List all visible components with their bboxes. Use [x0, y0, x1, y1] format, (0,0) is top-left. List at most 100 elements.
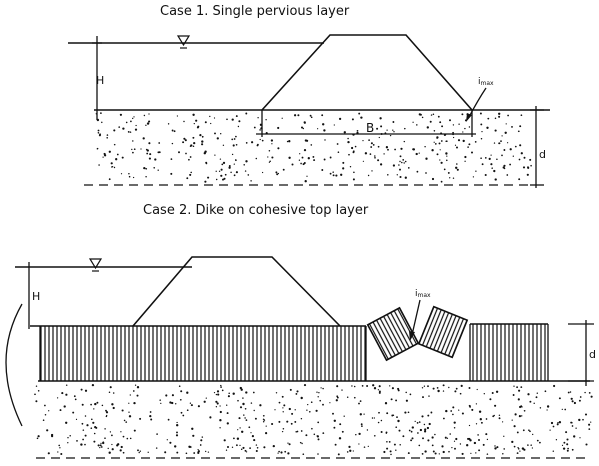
- sand-dot: [512, 155, 514, 157]
- sand-dot: [516, 431, 519, 434]
- sand-dot: [570, 421, 573, 424]
- sand-dot: [271, 156, 274, 159]
- sand-dot: [527, 393, 530, 396]
- sand-dot: [573, 401, 576, 405]
- sand-dot: [486, 453, 489, 455]
- sand-dot: [386, 412, 389, 415]
- sand-dot: [342, 161, 345, 164]
- sand-dot: [268, 150, 271, 152]
- sand-dot: [265, 425, 267, 427]
- case1-dike: [261, 34, 473, 111]
- sand-dot: [157, 151, 160, 154]
- sand-dot: [571, 448, 574, 451]
- sand-dot: [215, 393, 218, 396]
- sand-dot: [585, 443, 588, 446]
- sand-dot: [427, 439, 430, 442]
- sand-dot: [380, 419, 383, 422]
- sand-dot: [224, 173, 227, 176]
- sand-dot: [57, 451, 59, 453]
- sand-dot: [201, 436, 204, 438]
- sand-dot: [458, 123, 460, 125]
- sand-dot: [246, 451, 248, 453]
- sand-dot: [282, 411, 284, 413]
- sand-dot: [579, 437, 581, 439]
- sand-dot: [81, 403, 84, 406]
- sand-dot: [158, 142, 161, 144]
- sand-dot: [143, 166, 146, 170]
- sand-dot: [215, 170, 217, 172]
- sand-dot: [96, 147, 99, 150]
- sand-dot: [253, 126, 256, 129]
- sand-dot: [203, 400, 206, 403]
- case1-b-label: B: [366, 121, 374, 135]
- sand-dot: [107, 447, 109, 450]
- sand-dot: [518, 415, 522, 418]
- sand-dot: [245, 112, 248, 115]
- sand-dot: [353, 171, 355, 174]
- sand-dot: [588, 423, 591, 426]
- sand-dot: [171, 142, 174, 145]
- sand-dot: [257, 143, 259, 146]
- sand-dot: [430, 114, 433, 116]
- sand-dot: [317, 396, 319, 398]
- sand-dot: [254, 417, 257, 420]
- sand-dot: [423, 430, 427, 433]
- sand-dot: [122, 451, 125, 454]
- sand-dot: [313, 433, 316, 436]
- sand-dot: [288, 443, 291, 446]
- sand-dot: [516, 452, 519, 455]
- sand-dot: [108, 451, 111, 454]
- sand-dot: [455, 166, 458, 169]
- sand-dot: [544, 390, 547, 393]
- sand-dot: [102, 156, 104, 158]
- sand-dot: [432, 113, 435, 115]
- sand-dot: [403, 140, 406, 143]
- sand-dot: [147, 451, 149, 453]
- sand-dot: [128, 402, 130, 404]
- sand-dot: [556, 423, 559, 426]
- sand-dot: [452, 177, 455, 179]
- sand-dot: [467, 146, 469, 148]
- sand-dot: [185, 152, 187, 155]
- sand-dot: [268, 161, 271, 163]
- sand-dot: [169, 441, 172, 444]
- sand-dot: [171, 401, 174, 405]
- sand-dot: [210, 122, 212, 125]
- sand-dot: [133, 116, 135, 118]
- sand-dot: [219, 427, 221, 429]
- sand-dot: [148, 113, 150, 115]
- sand-dot: [383, 153, 385, 155]
- sand-dot: [226, 118, 228, 121]
- sand-dot: [113, 143, 116, 146]
- sand-dot: [461, 113, 464, 116]
- sand-dot: [259, 404, 262, 407]
- sand-dot: [317, 421, 320, 424]
- sand-dot: [201, 135, 204, 138]
- sand-dot: [277, 147, 280, 150]
- sand-dot: [111, 403, 114, 406]
- case1-title: Case 1. Single pervious layer: [160, 4, 350, 19]
- sand-dot: [567, 447, 569, 450]
- sand-dot: [215, 178, 218, 181]
- sand-dot: [221, 389, 224, 392]
- sand-dot: [100, 112, 102, 114]
- sand-dot: [492, 415, 495, 418]
- sand-dot: [355, 433, 357, 436]
- sand-dot: [186, 391, 189, 394]
- sand-dot: [291, 412, 294, 415]
- sand-dot: [454, 447, 456, 450]
- case2-h-label: H: [32, 290, 40, 303]
- sand-dot: [186, 409, 189, 412]
- sand-dot: [358, 112, 361, 115]
- sand-dot: [335, 174, 338, 177]
- sand-dot: [506, 174, 509, 176]
- sand-dot: [174, 403, 177, 405]
- sand-dot: [475, 452, 477, 454]
- sand-dot: [399, 160, 401, 163]
- sand-dot: [480, 157, 482, 160]
- sand-dot: [454, 390, 457, 393]
- sand-dot: [418, 421, 421, 423]
- sand-dot: [146, 122, 150, 125]
- sand-dot: [113, 166, 116, 169]
- sand-dot: [101, 121, 103, 124]
